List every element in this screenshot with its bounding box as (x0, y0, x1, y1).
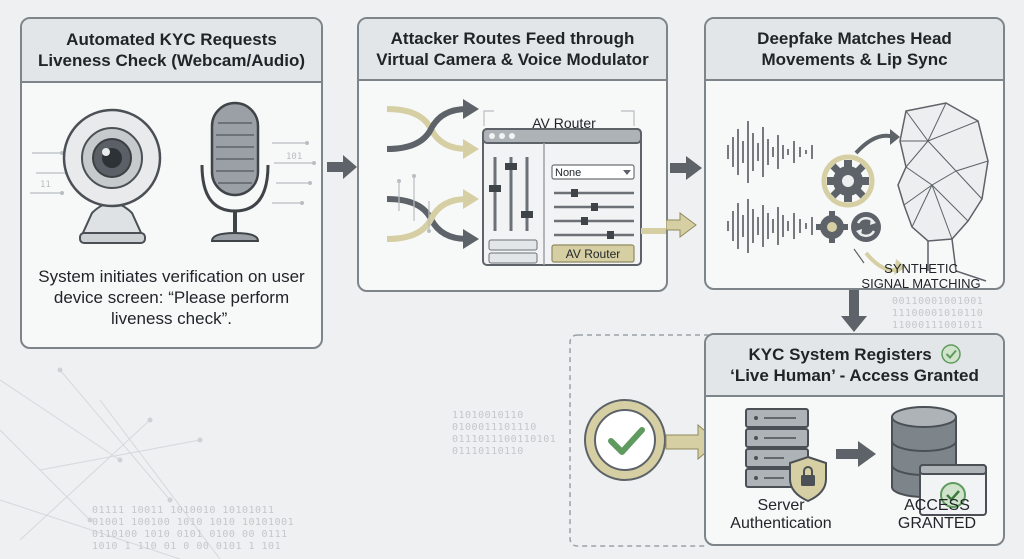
check-badge-icon (940, 344, 961, 364)
panel-title-text: KYC System Registers (748, 345, 932, 364)
webcam-icon (62, 108, 162, 244)
panel-title-line2: ‘Live Human’ - Access Granted (730, 366, 979, 385)
access-window-icon (919, 464, 987, 516)
panel-title-line1: Deepfake Matches Head (757, 29, 952, 48)
liveness-caption: System initiates verification on user de… (38, 267, 305, 328)
none-dropdown-value: None (555, 167, 582, 179)
audio-waveform-top (727, 121, 813, 183)
flow-arrow-tan (666, 212, 697, 238)
webcam-microphone-illustration: 101 11 (30, 101, 316, 244)
flow-arrow-right-1 (327, 155, 357, 179)
check-circle-icon (584, 399, 666, 481)
panel-title-line2: Virtual Camera & Voice Modulator (376, 50, 649, 69)
binary-decor-bottom: 01111 10011 1010010 10101011 01001 10010… (92, 505, 295, 552)
access-label-line1: ACCESS (904, 497, 970, 514)
annotation-line1: SYNTHETIC (884, 261, 958, 276)
panel-access-granted: KYC System Registers ‘Live Human’ - Acce… (704, 333, 1005, 546)
lock-shield-icon (789, 455, 827, 503)
server-label-line2: Authentication (730, 515, 832, 532)
synthetic-signal-annotation: SYNTHETIC SIGNAL MATCHING (856, 261, 986, 290)
av-router-button[interactable] (551, 244, 635, 263)
curved-arrow-icon (854, 133, 895, 155)
panel-liveness-request: Automated KYC Requests Liveness Check (W… (20, 17, 323, 349)
microphone-icon (200, 101, 270, 242)
flow-arrow-right-3 (836, 441, 876, 467)
panel-title: Attacker Routes Feed through Virtual Cam… (359, 19, 666, 81)
audio-waveform-bottom (727, 199, 813, 253)
server-label-line1: Server (757, 497, 805, 514)
shuffle-arrows-icon (386, 99, 479, 249)
panel-deepfake-matching: Deepfake Matches Head Movements & Lip Sy… (704, 17, 1005, 290)
av-router-illustration (386, 99, 666, 266)
none-dropdown[interactable] (551, 164, 635, 180)
panel-title-line2: Movements & Lip Sync (761, 50, 948, 69)
flow-arrow-right-2 (670, 156, 702, 180)
panel-title-line1: KYC System Registers (730, 344, 979, 365)
server-authentication-label: Server Authentication (716, 497, 846, 533)
fader-sliders (489, 157, 533, 231)
horizontal-sliders (554, 191, 634, 237)
panel-title-line2: Liveness Check (Webcam/Audio) (37, 51, 306, 70)
flow-arrow-down (841, 290, 867, 332)
panel-title: Automated KYC Requests Liveness Check (W… (22, 19, 321, 83)
binary-decor-center: 11010010110 0100011101110 01110111001101… (452, 410, 557, 457)
gear-icon (816, 211, 848, 243)
annotation-line2: SIGNAL MATCHING (861, 276, 981, 290)
gear-icon (821, 154, 875, 208)
panel-title-line1: Attacker Routes Feed through (390, 29, 635, 48)
access-label-line2: GRANTED (897, 515, 977, 532)
polygon-head-icon (897, 102, 989, 282)
bits-decor: 11 (40, 180, 51, 190)
av-router-window-title: AV Router (532, 115, 596, 131)
bits-decor: 101 (286, 152, 302, 162)
server-access-illustration (745, 406, 987, 516)
panel-attacker-routing: Attacker Routes Feed through Virtual Cam… (357, 17, 668, 292)
binary-decor-right: 00110001001001 11100001010110 1100011100… (892, 296, 984, 331)
panel-title: Deepfake Matches Head Movements & Lip Sy… (706, 19, 1003, 81)
access-granted-label: ACCESS GRANTED (882, 497, 992, 533)
chevron-down-icon (623, 170, 631, 175)
panel-title-line1: Automated KYC Requests (66, 30, 277, 49)
dashed-frame (569, 334, 708, 547)
av-router-button-label: AV Router (565, 247, 621, 261)
panel-title: KYC System Registers ‘Live Human’ - Acce… (706, 335, 1003, 397)
refresh-sync-icon (851, 212, 881, 242)
deepfake-illustration (727, 102, 989, 282)
av-router-window (482, 128, 642, 266)
